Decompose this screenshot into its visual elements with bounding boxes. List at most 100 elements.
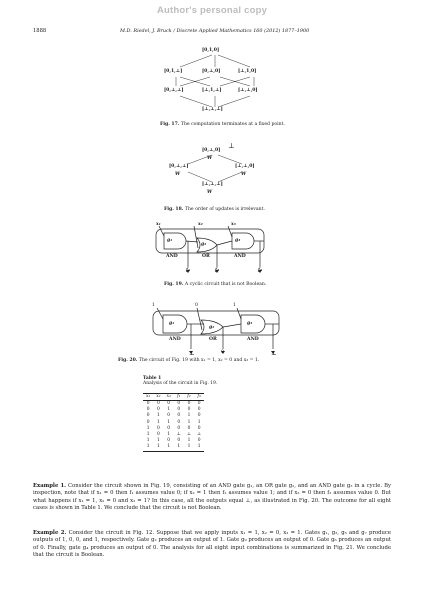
fig17-node-middle: [0,⊥,0] bbox=[202, 69, 221, 74]
fig20-gate-type-2: OR bbox=[209, 337, 217, 342]
fig19-gate-type-3: AND bbox=[234, 254, 246, 259]
fig19-output-f2: f₂ bbox=[215, 268, 219, 273]
fig20-gate-g1: g₁ bbox=[169, 321, 175, 326]
table1-header-x3: x₃ bbox=[163, 393, 174, 401]
fig18-node-right: [⊥,⊥,0] bbox=[235, 164, 255, 169]
table1-header-f1: f₁ bbox=[173, 393, 184, 401]
fig18-edge-label-right: W bbox=[241, 172, 247, 177]
table-cell: 0 bbox=[187, 425, 191, 431]
fig17-caption: Fig. 17. The computation terminates at a… bbox=[160, 122, 285, 127]
table-cell: 1 bbox=[153, 444, 164, 452]
fig18-edge-label-left: W bbox=[175, 172, 181, 177]
table-cell: ⊥ bbox=[176, 432, 181, 438]
table1-header-f3: f₃ bbox=[194, 393, 205, 401]
fig20-gate-type-3: AND bbox=[247, 337, 259, 342]
table-cell: 0 bbox=[197, 438, 201, 444]
table-cell: 0 bbox=[156, 401, 160, 406]
table-cell: 1 bbox=[156, 419, 160, 425]
fig18-node-left: [0,⊥,⊥] bbox=[169, 164, 189, 169]
table-cell: 1 bbox=[167, 407, 171, 413]
table-cell: 0 bbox=[197, 401, 201, 406]
table-cell: 0 bbox=[177, 425, 181, 431]
table-cell: 1 bbox=[146, 432, 150, 438]
fig18-lattice bbox=[187, 154, 243, 183]
fig17-lattice bbox=[175, 54, 255, 108]
fig19-input-x1: x₁ bbox=[156, 222, 161, 227]
table-cell: 0 bbox=[177, 401, 181, 406]
table-cell: 0 bbox=[156, 407, 160, 413]
fig19-output-f1: f₁ bbox=[186, 268, 190, 273]
table-cell: 1 bbox=[167, 419, 171, 425]
table-cell: 0 bbox=[167, 413, 171, 419]
fig17-node-left: [0,1,⊥] bbox=[164, 69, 183, 74]
fig20-input-value-2: 0 bbox=[195, 303, 198, 308]
table-cell: 0 bbox=[146, 413, 150, 419]
fig17-node-lower-right: [⊥,⊥,0] bbox=[238, 88, 258, 93]
table-cell: 0 bbox=[187, 407, 191, 413]
table-cell: 1 bbox=[167, 432, 171, 438]
fig19-gate-g3: g₃ bbox=[235, 238, 241, 243]
fig20-output-2: 0 bbox=[221, 350, 224, 355]
table-cell: 0 bbox=[156, 432, 160, 438]
table1-header-f2: f₂ bbox=[183, 393, 195, 401]
table1-header-x1: x₁ bbox=[143, 393, 154, 401]
fig19-gate-type-2: OR bbox=[202, 254, 210, 259]
watermark: Author's personal copy bbox=[156, 5, 268, 16]
table-cell: 0 bbox=[146, 407, 150, 413]
fig19-input-x3: x₃ bbox=[231, 222, 236, 227]
fig20-input-value-3: 1 bbox=[233, 303, 236, 308]
table-cell: 0 bbox=[177, 407, 181, 413]
fig17-node-top: [0,1,0] bbox=[202, 48, 220, 53]
table-cell: 0 bbox=[197, 413, 201, 419]
example1-paragraph: Example 1. Consider the circuit shown in… bbox=[33, 483, 391, 512]
table-cell: 1 bbox=[187, 438, 191, 444]
fig19-caption: Fig. 19. A cyclic circuit that is not Bo… bbox=[164, 282, 267, 287]
table-cell: 1 bbox=[156, 438, 160, 444]
table-cell: 0 bbox=[167, 425, 171, 431]
fig20-input-value-1: 1 bbox=[152, 303, 155, 308]
table-cell: 1 bbox=[187, 419, 191, 425]
table-cell: 0 bbox=[177, 413, 181, 419]
example2-paragraph: Example 2. Consider the circuit in Fig. … bbox=[33, 530, 391, 559]
table-cell: 0 bbox=[146, 419, 150, 425]
fig18-node-bottom: [⊥,⊥,⊥] bbox=[202, 182, 223, 187]
fig17-node-bottom: [⊥,⊥,⊥] bbox=[202, 107, 223, 112]
table-cell: 0 bbox=[156, 425, 160, 431]
fig20-gate-g3: g₃ bbox=[247, 321, 253, 326]
fig18-bottom-symbol: ⊥ bbox=[228, 142, 235, 150]
table-row: 0 0 0 0 0 0 bbox=[143, 401, 204, 408]
fig19-output-f3: f₃ bbox=[258, 268, 262, 273]
fig20-output-1: ⊥ bbox=[189, 350, 195, 357]
table-cell: 1 bbox=[183, 444, 195, 452]
page-number: 1888 bbox=[33, 28, 47, 34]
table-cell: 0 bbox=[187, 401, 191, 406]
fig18-edge-label-bottom: W bbox=[207, 190, 213, 195]
table-cell: 0 bbox=[197, 407, 201, 413]
fig19-gate-g2: g₂ bbox=[201, 242, 207, 247]
fig20-output-3: ⊥ bbox=[271, 350, 277, 357]
fig17-node-right: [⊥,1,0] bbox=[238, 69, 257, 74]
fig18-node-top: [0,⊥,0] bbox=[202, 148, 221, 153]
table-cell: ⊥ bbox=[197, 432, 202, 438]
table-cell: 0 bbox=[167, 401, 171, 406]
table-cell: 1 bbox=[173, 444, 184, 452]
running-head: M.D. Riedel, J. Bruck / Discrete Applied… bbox=[120, 28, 310, 34]
fig20-caption: Fig. 20. The circuit of Fig. 19 with x₁ … bbox=[118, 358, 260, 363]
table-cell: 1 bbox=[146, 425, 150, 431]
fig19-circuit bbox=[155, 225, 265, 273]
table-cell: 0 bbox=[146, 401, 150, 406]
fig20-gate-type-1: AND bbox=[169, 337, 181, 342]
table-cell: 1 bbox=[194, 444, 205, 452]
table-cell: 1 bbox=[146, 438, 150, 444]
fig17-node-lower-left: [0,⊥,⊥] bbox=[164, 88, 184, 93]
table-cell: 1 bbox=[187, 413, 191, 419]
